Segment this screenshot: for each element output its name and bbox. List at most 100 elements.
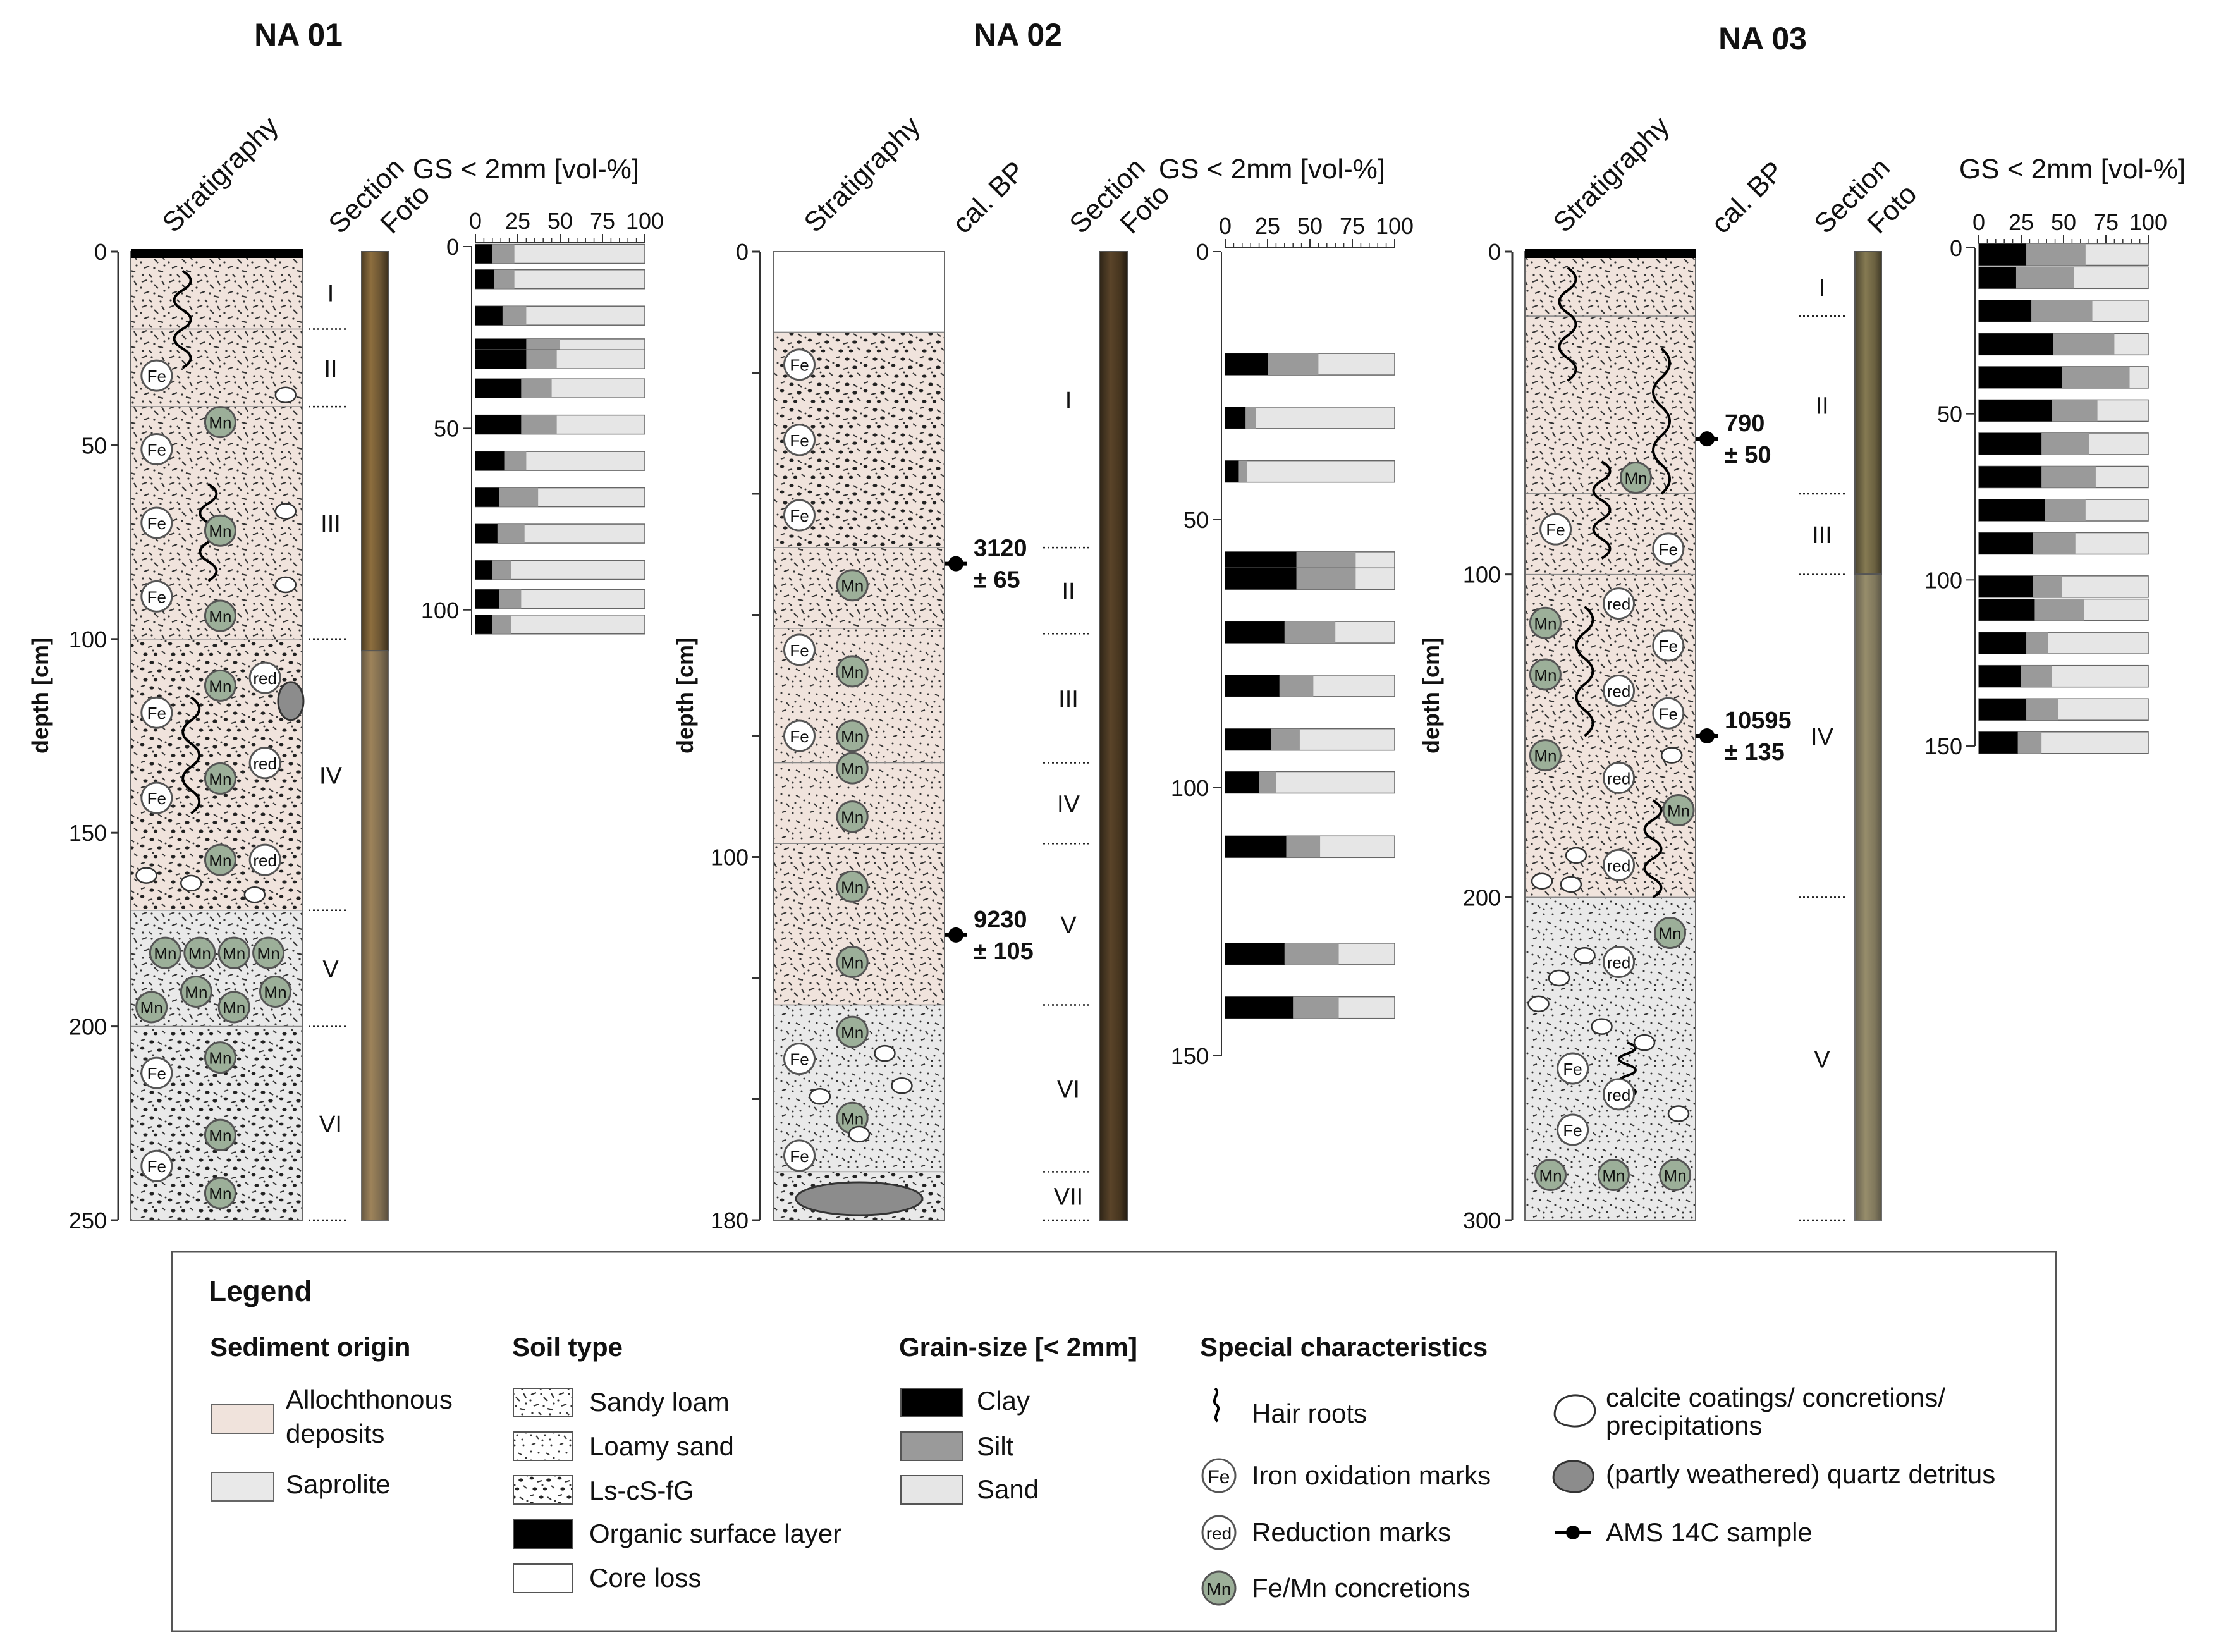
gs-tick-label: 100: [626, 208, 664, 234]
gs-tick-label: 75: [590, 208, 615, 234]
reduction-mark: [248, 843, 281, 876]
gs-bar-silt: [2034, 599, 2084, 621]
calcite-concretion: [243, 886, 266, 903]
section-label: V: [1814, 1047, 1830, 1074]
gs-bar: [475, 378, 645, 398]
calcite-concretion: [1667, 1105, 1690, 1122]
fe-mn-concretion: [204, 843, 236, 876]
ams-error-label: ± 135: [1725, 739, 1785, 766]
gs-bar-clay: [475, 560, 492, 580]
legend-swatch-silt: [900, 1431, 963, 1461]
gs-depth-tick-label: 150: [1171, 1043, 1209, 1069]
quartz-detritus-icon: [1552, 1460, 1594, 1493]
gs-bar-silt: [2053, 333, 2115, 355]
gs-bar: [1978, 399, 2149, 422]
legend-swatch-saprolite: [211, 1472, 274, 1502]
ams-sample-dot: [1699, 431, 1715, 447]
iron-oxidation-mark: [140, 506, 173, 539]
profile-1: 050100150200250FeFeFeFeFeFeFeFeMnMnMnMnM…: [69, 208, 664, 1233]
legend-label-reduction: Reduction marks: [1252, 1517, 1451, 1547]
gs-bar-clay: [1979, 300, 2032, 322]
iron-oxidation-mark: [783, 348, 816, 381]
fe-mn-concretion: [180, 975, 212, 1008]
gs-bar-silt: [1279, 675, 1314, 697]
fe-mn-concretion: [204, 599, 236, 632]
fe-mn-concretion: [204, 1118, 236, 1151]
fe-mn-concretion-label: Mn: [209, 769, 231, 788]
gs-bar: [1978, 698, 2149, 721]
fe-mn-concretion: [836, 655, 869, 688]
gs-bar: [475, 349, 645, 369]
unit-pattern-sandy: [773, 843, 945, 1006]
reduction-mark: [1603, 761, 1635, 794]
fe-mn-concretion-label: Mn: [209, 1184, 231, 1203]
fe-mn-concretion: [1529, 606, 1562, 639]
legend-label-core-loss: Core loss: [589, 1563, 701, 1593]
iron-oxidation-mark-label: Fe: [147, 514, 166, 533]
legend-label-hair-roots: Hair roots: [1252, 1398, 1367, 1428]
calcite-concretion: [1633, 1034, 1656, 1051]
iron-oxidation-mark-label: Fe: [147, 441, 166, 460]
gs-bar: [475, 451, 645, 471]
reduction-mark: [1603, 1078, 1635, 1111]
gs-header-na02: GS < 2mm [vol-%]: [1159, 154, 1385, 185]
hair-root: [1592, 460, 1612, 560]
fe-mn-concretion-label: Mn: [257, 944, 280, 963]
core-photo-upper: [1854, 251, 1882, 575]
iron-oxidation-mark: [140, 1056, 173, 1089]
gs-bar-silt: [2026, 243, 2086, 266]
gs-bar-clay: [475, 350, 527, 369]
section-label: V: [322, 957, 339, 983]
gs-depth-tick-label: 50: [434, 415, 459, 441]
gs-tick-label: 75: [2093, 209, 2119, 235]
legend-label-saprolite: Saprolite: [286, 1469, 391, 1499]
gs-bar-silt: [1245, 407, 1256, 429]
gs-tick-label: 50: [1297, 213, 1323, 239]
gs-bar-silt: [1259, 771, 1276, 793]
gs-bar-silt: [2021, 665, 2052, 687]
iron-oxidation-mark-label: Fe: [1659, 704, 1678, 723]
gs-depth-tick-label: 0: [446, 234, 459, 260]
gs-bar-clay: [1225, 943, 1285, 965]
reduction-mark: [1603, 848, 1635, 881]
reduction-mark-label: red: [253, 754, 277, 773]
fe-mn-concretion: [204, 406, 236, 439]
gs-bar: [1225, 675, 1395, 697]
legend-label-calcite-line1: calcite coatings/ concretions/: [1606, 1383, 1945, 1412]
gs-depth-tick-label: 50: [1183, 507, 1209, 533]
gs-bar-clay: [1979, 632, 2027, 654]
fe-mn-concretion-label: Mn: [209, 607, 231, 626]
gs-depth-tick-label: 100: [1171, 775, 1209, 801]
gs-bar-silt: [2041, 466, 2096, 488]
gs-bar-silt: [1284, 943, 1339, 965]
gs-bar-clay: [475, 415, 522, 434]
iron-oxidation-mark-label: Fe: [1563, 1060, 1582, 1079]
depth-axis-label-na03: depth [cm]: [1418, 637, 1444, 754]
fe-mn-concretion: [135, 991, 168, 1024]
legend-label-sand: Sand: [977, 1474, 1039, 1504]
gs-tick-label: 25: [505, 208, 530, 234]
quartz-detritus: [795, 1181, 924, 1216]
ams-sample-icon: [1555, 1526, 1591, 1539]
stratigraphy-header-na02: Stratigraphy: [798, 111, 926, 238]
core-photo-upper: [361, 251, 389, 652]
depth-tick-label: 100: [1463, 562, 1501, 588]
gs-bar: [1225, 407, 1395, 429]
gs-bar-silt: [499, 589, 522, 609]
iron-oxidation-mark-label: Fe: [790, 641, 809, 660]
iron-oxidation-mark-label: Fe: [147, 1157, 166, 1176]
ams-age-label: 790: [1725, 410, 1764, 437]
legend-label-sandy-loam: Sandy loam: [589, 1387, 730, 1417]
fe-mn-concretion: [204, 1041, 236, 1074]
depth-tick-label: 0: [94, 239, 107, 265]
calcite-concretion: [1660, 747, 1683, 764]
gs-bar: [475, 269, 645, 290]
legend-swatch-sand: [900, 1475, 963, 1505]
iron-oxidation-icon-text: Fe: [1208, 1467, 1230, 1488]
section-label: VI: [319, 1111, 342, 1138]
iron-oxidation-mark: [1652, 532, 1685, 565]
calcite-concretion: [874, 1044, 896, 1062]
iron-oxidation-mark-label: Fe: [790, 506, 809, 525]
gs-tick-label: 25: [2009, 209, 2034, 235]
